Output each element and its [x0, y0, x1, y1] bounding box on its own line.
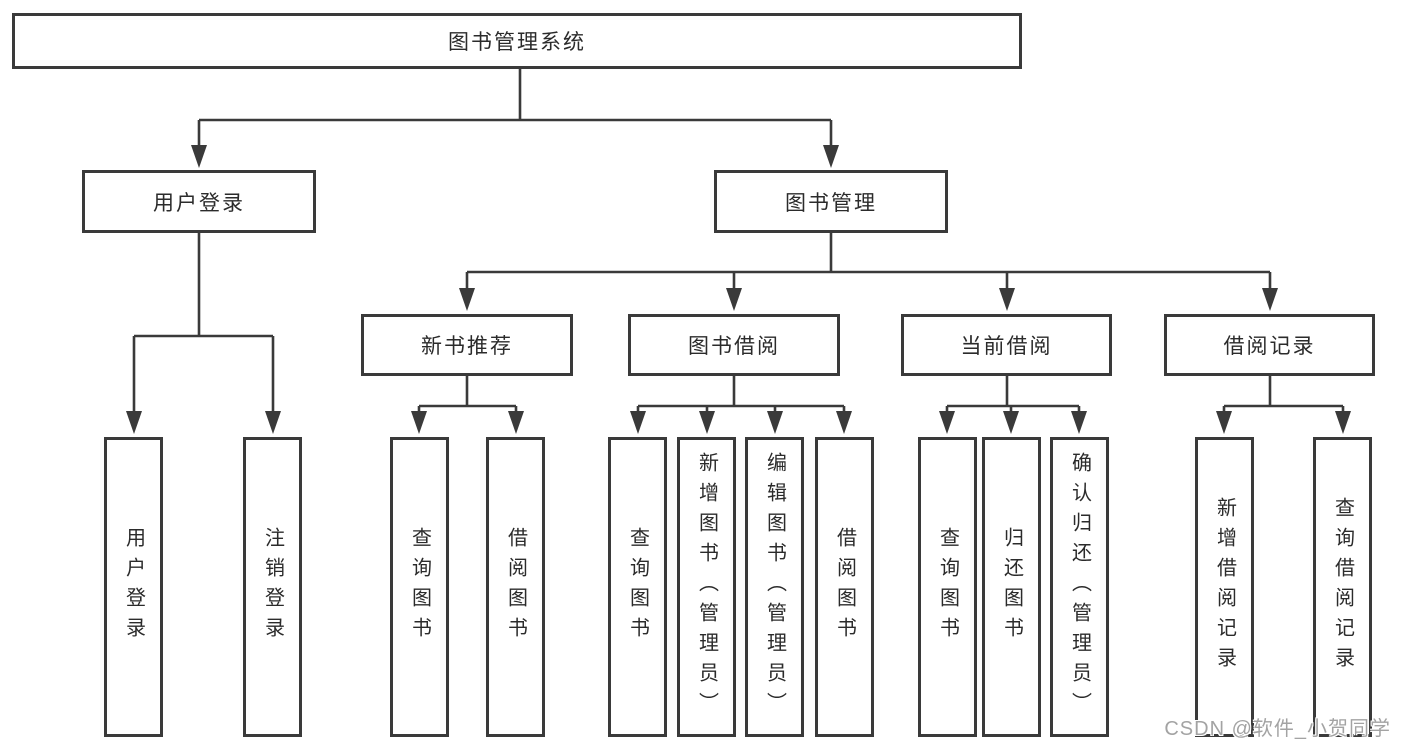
node-label: 用户登录 [122, 527, 145, 647]
leaf-query-books-current: 查询图书 [918, 437, 977, 737]
node-label: 查询图书 [936, 527, 959, 647]
leaf-query-books-borrowing: 查询图书 [608, 437, 667, 737]
node-label: 查询图书 [408, 527, 431, 647]
node-label: 借阅图书 [833, 527, 856, 647]
node-label: 查询借阅记录 [1331, 497, 1354, 677]
tree-edges [132, 69, 1345, 413]
node-label: 归还图书 [1000, 527, 1023, 647]
node-book-management-module: 图书管理 [714, 170, 948, 233]
node-label: 查询图书 [626, 527, 649, 647]
node-label: 借阅图书 [504, 527, 527, 647]
leaf-return-book: 归还图书 [982, 437, 1041, 737]
leaf-edit-book-admin: 编辑图书（管理员） [745, 437, 804, 737]
node-current-borrowing: 当前借阅 [901, 314, 1112, 376]
node-label: 确认归还（管理员） [1068, 452, 1091, 722]
leaf-add-borrow-record: 新增借阅记录 [1195, 437, 1254, 737]
leaf-borrow-books: 借阅图书 [815, 437, 874, 737]
leaf-add-book-admin: 新增图书（管理员） [677, 437, 736, 737]
node-label: 编辑图书（管理员） [763, 452, 786, 722]
node-label: 新书推荐 [421, 335, 513, 358]
leaf-query-borrow-record: 查询借阅记录 [1313, 437, 1372, 737]
node-label: 新增借阅记录 [1213, 497, 1236, 677]
node-label: 新增图书（管理员） [695, 452, 718, 722]
node-label: 用户登录 [153, 191, 245, 215]
leaf-borrow-books-recommend: 借阅图书 [486, 437, 545, 737]
node-book-borrowing: 图书借阅 [628, 314, 840, 376]
leaf-logout: 注销登录 [243, 437, 302, 737]
node-label: 当前借阅 [960, 335, 1053, 358]
node-library-management-system: 图书管理系统 [12, 13, 1022, 69]
arrow-down-icons [126, 145, 1351, 434]
node-label: 图书管理 [785, 191, 877, 215]
node-label: 图书借阅 [688, 335, 780, 358]
csdn-watermark: CSDN @软件_小贺同学 [1164, 718, 1391, 740]
node-user-login-module: 用户登录 [82, 170, 316, 233]
node-label: 图书管理系统 [448, 31, 586, 54]
node-label: 借阅记录 [1223, 335, 1316, 358]
node-label: 注销登录 [261, 527, 284, 647]
leaf-query-books-recommend: 查询图书 [390, 437, 449, 737]
node-borrowing-records: 借阅记录 [1164, 314, 1375, 376]
leaf-confirm-return-admin: 确认归还（管理员） [1050, 437, 1109, 737]
node-new-book-recommendation: 新书推荐 [361, 314, 573, 376]
leaf-user-login: 用户登录 [104, 437, 163, 737]
